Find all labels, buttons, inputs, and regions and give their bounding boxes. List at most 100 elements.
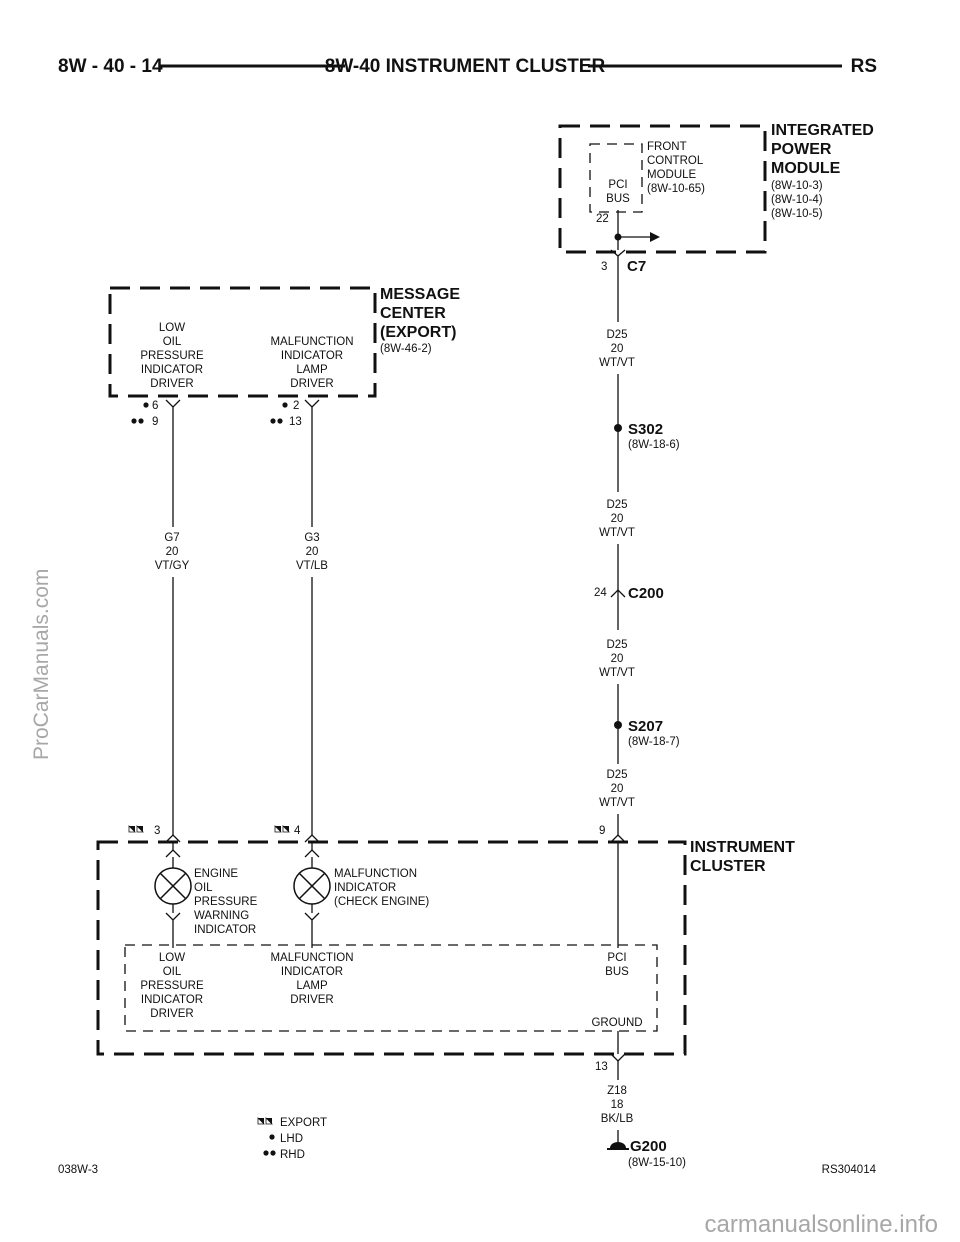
s207-label: S207: [628, 718, 663, 735]
s207-ref: (8W-18-7): [628, 736, 680, 748]
fcm-pin-22: 22: [596, 213, 609, 225]
g3-label-2: 20: [306, 546, 319, 558]
d25-low-label-3: WT/VT: [599, 667, 635, 679]
mc-connector-right-icon: [304, 399, 320, 408]
cl-mil-3: LAMP: [296, 980, 328, 992]
instrument-cluster: INSTRUMENT CLUSTER 3 4 9 ENGINE OIL PRES…: [96, 825, 795, 1073]
rhd-dot-icon: [270, 1150, 276, 1156]
s207-splice-icon: [614, 721, 622, 729]
cl-low-oil-5: DRIVER: [150, 1008, 193, 1020]
g7-label-3: VT/GY: [155, 560, 190, 572]
lamp-terminal-icon: [304, 912, 320, 921]
s302-splice-icon: [614, 424, 622, 432]
pci-bus-wire: D25 20 WT/VT S302 (8W-18-6) D25 20 WT/VT…: [594, 256, 680, 835]
z18-label-1: Z18: [607, 1085, 627, 1097]
c200-pin: 24: [594, 587, 607, 599]
cl-low-oil-1: LOW: [159, 952, 185, 964]
export-marker-icon: [258, 1118, 272, 1124]
export-marker-outline: [128, 825, 144, 833]
fcm-label-3: MODULE: [647, 169, 697, 181]
cl-low-oil-4: INDICATOR: [141, 994, 203, 1006]
g3-label-3: VT/LB: [296, 560, 328, 572]
lamp-terminal-icon: [165, 912, 181, 921]
rhd-dot-icon: [277, 418, 283, 424]
cluster-pin-4: 4: [294, 825, 301, 837]
mil-lamp-1: MALFUNCTION: [334, 868, 417, 880]
cluster-connector-icon: [610, 834, 626, 843]
message-center-title-2: CENTER: [380, 305, 446, 322]
lamp-terminal-icon: [165, 849, 181, 858]
z18-label-2: 18: [611, 1099, 624, 1111]
d25-mid-label-2: 20: [611, 513, 624, 525]
mil-lamp-2: INDICATOR: [334, 882, 396, 894]
message-center-boundary: [108, 286, 377, 398]
cluster-connector-icon: [165, 834, 181, 843]
export-marker-outline: [274, 825, 290, 833]
ipm-ref-1: (8W-10-3): [771, 180, 823, 192]
mc-mil-4: DRIVER: [290, 378, 333, 390]
g7-label-1: G7: [164, 532, 179, 544]
mc-pin-2: 2: [293, 400, 299, 412]
vehicle-code: RS: [851, 56, 877, 77]
legend-export: EXPORT: [280, 1117, 327, 1129]
cluster-boundary: [96, 840, 687, 1056]
fcm-pci-label-2: BUS: [606, 193, 630, 205]
c200-connector-label: C200: [628, 585, 664, 602]
mc-low-oil-2: OIL: [163, 336, 182, 348]
mc-connector-left-icon: [165, 399, 181, 408]
side-watermark: ProCarManuals.com: [30, 569, 53, 760]
message-center: MESSAGE CENTER (EXPORT) (8W-46-2) LOW OI…: [108, 286, 460, 428]
s302-label: S302: [628, 421, 663, 438]
cluster-pin-9: 9: [599, 825, 605, 837]
cluster-inner-boundary: [124, 944, 658, 1032]
d25-top-label-1: D25: [606, 329, 627, 341]
d25-low-label-1: D25: [606, 639, 627, 651]
ipm-ref-2: (8W-10-4): [771, 194, 823, 206]
d25-bottom-label-2: 20: [611, 783, 624, 795]
d25-top-label-3: WT/VT: [599, 357, 635, 369]
engine-oil-1: ENGINE: [194, 868, 238, 880]
ipm-boundary: [558, 124, 767, 254]
fcm-label-4: (8W-10-65): [647, 183, 705, 195]
lhd-dot-icon: [282, 402, 288, 408]
cluster-title-1: INSTRUMENT: [690, 839, 795, 856]
d25-mid-label-3: WT/VT: [599, 527, 635, 539]
lamp-cross: [298, 872, 326, 900]
g3-label-1: G3: [304, 532, 319, 544]
legend-rhd: RHD: [280, 1149, 305, 1161]
lamp-terminal-icon: [304, 849, 320, 858]
rhd-dot-icon: [263, 1150, 269, 1156]
legend: EXPORT LHD RHD: [257, 1117, 327, 1161]
g200-label: G200: [630, 1138, 667, 1155]
footer-doc-code: RS304014: [822, 1164, 877, 1176]
mc-mil-2: INDICATOR: [281, 350, 343, 362]
message-center-ref: (8W-46-2): [380, 343, 432, 355]
ground-icon: [610, 1142, 626, 1148]
d25-low-label-2: 20: [611, 653, 624, 665]
cl-low-oil-2: OIL: [163, 966, 182, 978]
cluster-connector-icon: [304, 834, 320, 843]
cl-low-oil-3: PRESSURE: [140, 980, 204, 992]
mc-low-oil-5: DRIVER: [150, 378, 193, 390]
mc-mil-1: MALFUNCTION: [270, 336, 353, 348]
cl-pci-1: PCI: [607, 952, 626, 964]
cl-mil-4: DRIVER: [290, 994, 333, 1006]
fcm-label-1: FRONT: [647, 141, 687, 153]
cl-mil-1: MALFUNCTION: [270, 952, 353, 964]
page-title: 8W-40 INSTRUMENT CLUSTER: [325, 56, 606, 77]
g7-label-2: 20: [166, 546, 179, 558]
c7-connector-label: C7: [627, 258, 646, 275]
legend-lhd: LHD: [280, 1133, 303, 1145]
signal-wires: G7 20 VT/GY G3 20 VT/LB: [155, 407, 328, 835]
continuation-arrow-icon: [650, 232, 660, 242]
mc-mil-3: LAMP: [296, 364, 328, 376]
s302-ref: (8W-18-6): [628, 439, 680, 451]
ipm-title-line-2: POWER: [771, 141, 832, 158]
engine-oil-4: WARNING: [194, 910, 249, 922]
c7-pin: 3: [601, 261, 607, 273]
message-center-title-1: MESSAGE: [380, 286, 460, 303]
mc-low-oil-3: PRESSURE: [140, 350, 204, 362]
rhd-dot-icon: [131, 418, 137, 424]
export-marker-icon: [275, 826, 289, 832]
